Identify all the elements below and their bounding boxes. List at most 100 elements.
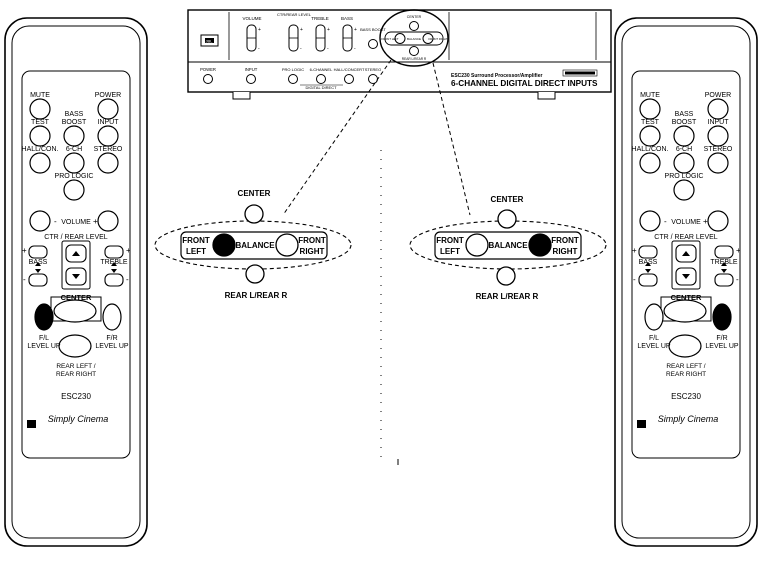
hall-label: HALL/CON.: [22, 146, 59, 153]
front-left-label-1: FRONT: [436, 236, 464, 245]
balance-label: BALANCE: [235, 241, 275, 250]
fl-label-1: F/L: [649, 335, 659, 342]
balance-label: BALANCE: [488, 241, 528, 250]
model-label: ESC230: [61, 392, 91, 401]
six-ch-label: 6-CH: [676, 146, 692, 153]
balance-callout-right: CENTER FRONT LEFT BALANCE FRONT RIGHT RE…: [409, 195, 607, 301]
ctr-rear-label: CTR / REAR LEVEL: [654, 234, 718, 241]
volume-label: VOLUME: [242, 16, 261, 21]
brand-logo: Simply Cinema: [48, 414, 109, 424]
bass-boost-label-2: BOOST: [62, 119, 87, 126]
center-label: CENTER: [407, 15, 422, 19]
fr-label-2: LEVEL UP: [95, 343, 129, 350]
brand-badge: JBL: [206, 39, 214, 44]
treble-label: TREBLE: [100, 259, 128, 266]
front-right-indicator: [528, 233, 552, 257]
front-left-label-1: FRONT: [182, 236, 210, 245]
svg-text:-: -: [300, 46, 302, 52]
ctr-rear-level-label: CTR/REAR LEVEL: [277, 12, 312, 17]
bass-boost-label-2: BOOST: [672, 119, 697, 126]
test-label: TEST: [641, 119, 660, 126]
ctr-rear-label: CTR / REAR LEVEL: [44, 234, 108, 241]
front-right-label-1: FRONT: [298, 236, 326, 245]
rear-label-2: REAR RIGHT: [666, 371, 706, 378]
hall-concert-label: HALL/CONCERT: [334, 67, 365, 72]
svg-text:-: -: [633, 275, 636, 284]
six-channel-label: 6-CHANNEL: [310, 67, 333, 72]
pro-logic-label: PRO LOGIC: [55, 173, 94, 180]
svg-text:+: +: [327, 27, 330, 33]
power-label: POWER: [95, 92, 121, 99]
test-label: TEST: [31, 119, 50, 126]
rear-button[interactable]: [245, 264, 265, 284]
center-label: CENTER: [671, 293, 702, 302]
bass-label: BASS: [29, 259, 48, 266]
rear-label: REAR L/REAR R: [402, 57, 427, 61]
bass-boost-label-1: BASS: [675, 111, 694, 118]
bass-label: BASS: [341, 16, 353, 21]
six-ch-label: 6-CH: [66, 146, 82, 153]
svg-text:+: +: [258, 27, 261, 33]
remote-control-right: MUTE POWER BASS BOOST TEST INPUT HALL/CO…: [614, 17, 758, 547]
stereo-label: STEREO: [365, 67, 381, 72]
treble-label: TREBLE: [311, 16, 329, 21]
center-button[interactable]: [244, 204, 264, 224]
center-button[interactable]: [497, 209, 517, 229]
rear-button[interactable]: [496, 266, 516, 286]
svg-text:+: +: [300, 27, 303, 33]
svg-text:+: +: [22, 246, 27, 255]
balance-callout-left: CENTER FRONT LEFT BALANCE FRONT RIGHT RE…: [154, 189, 352, 300]
fr-label-1: F/R: [716, 335, 727, 342]
front-right-label-1: FRONT: [551, 236, 579, 245]
model-line: ESC230 Surround Processor/Amplifier: [451, 73, 542, 79]
fr-label-2: LEVEL UP: [705, 343, 739, 350]
front-right-indicator: [275, 233, 299, 257]
svg-text:+: +: [93, 217, 98, 226]
rear-label: REAR L/REAR R: [225, 291, 288, 300]
rear-label-2: REAR RIGHT: [56, 371, 96, 378]
input-label: INPUT: [708, 119, 730, 126]
fr-level-up-button[interactable]: [102, 303, 122, 331]
fr-label-1: F/R: [106, 335, 117, 342]
fl-label-2: LEVEL UP: [637, 343, 671, 350]
rear-label-1: REAR LEFT /: [56, 363, 95, 370]
fl-label-2: LEVEL UP: [27, 343, 61, 350]
fl-level-up-button[interactable]: [644, 303, 664, 331]
svg-text:+: +: [703, 217, 708, 226]
center-label: CENTER: [61, 293, 92, 302]
center-label: CENTER: [238, 189, 271, 198]
input-label: INPUT: [245, 67, 258, 72]
front-left-label-2: LEFT: [186, 247, 206, 256]
pro-logic-label: PRO LOGIC: [665, 173, 704, 180]
svg-text:-: -: [327, 46, 329, 52]
front-right-label: FRONT RIGHT: [428, 37, 447, 41]
bass-boost-label: BASS BOOST: [360, 27, 386, 32]
svg-text:-: -: [23, 275, 26, 284]
bass-boost-label-1: BASS: [65, 111, 84, 118]
svg-text:-: -: [354, 46, 356, 52]
model-label: ESC230: [671, 392, 701, 401]
front-right-label-2: RIGHT: [553, 247, 578, 256]
headline: 6-CHANNEL DIGITAL DIRECT INPUTS: [451, 79, 598, 88]
fr-level-up-button[interactable]: [712, 303, 732, 331]
svg-text:-: -: [126, 275, 129, 284]
svg-text:+: +: [126, 246, 131, 255]
mute-label: MUTE: [30, 92, 50, 99]
power-label: POWER: [200, 67, 216, 72]
balance-label: BALANCE: [407, 37, 421, 41]
stereo-label: STEREO: [704, 146, 733, 153]
rear-label: REAR L/REAR R: [476, 292, 539, 301]
svg-text:-: -: [54, 217, 57, 226]
front-left-label-2: LEFT: [440, 247, 460, 256]
fl-level-up-button[interactable]: [34, 303, 54, 331]
center-label: CENTER: [491, 195, 524, 204]
front-left-indicator: [212, 233, 236, 257]
svg-text:-: -: [258, 46, 260, 52]
volume-label: VOLUME: [671, 219, 701, 226]
fl-label-1: F/L: [39, 335, 49, 342]
pro-logic-label: PRO LOGIC: [282, 67, 304, 72]
volume-label: VOLUME: [61, 219, 91, 226]
stereo-label: STEREO: [94, 146, 123, 153]
input-label: INPUT: [98, 119, 120, 126]
